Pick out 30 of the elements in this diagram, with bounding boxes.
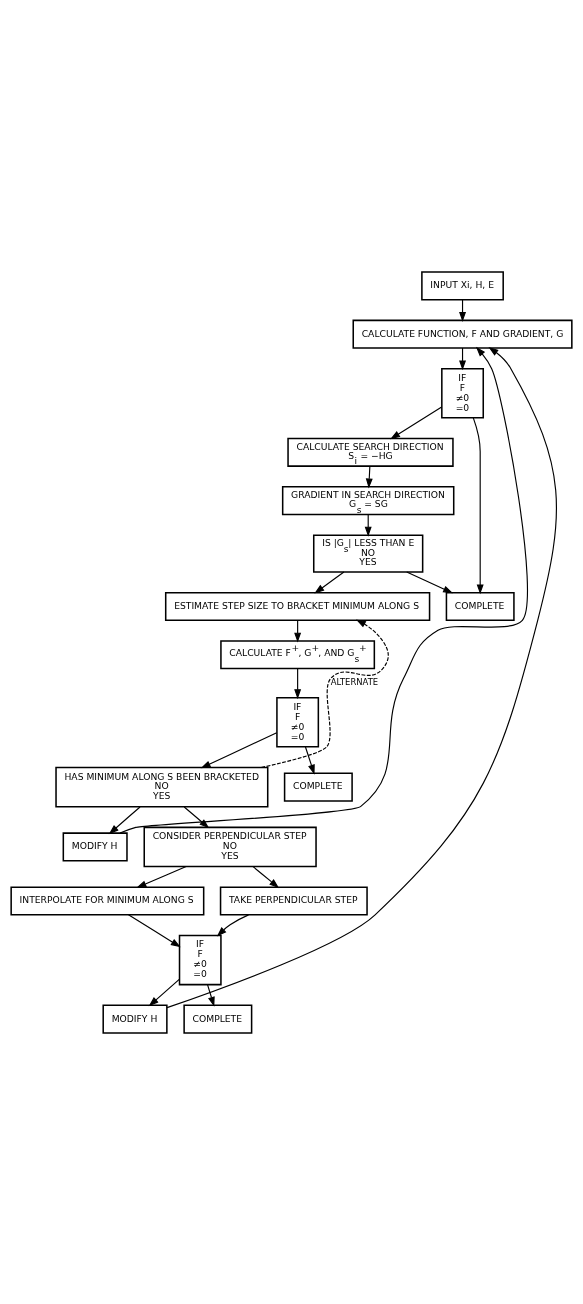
- node-box: IF F ≠0 =0: [441, 367, 484, 419]
- arrow: [148, 978, 180, 1006]
- edge-label: ALTERNATE: [330, 676, 379, 687]
- node-box: COMPLETE: [445, 591, 515, 621]
- node-box: MODIFY H: [62, 831, 128, 861]
- arrow: [304, 745, 315, 775]
- node-box: IF F ≠0 =0: [178, 934, 222, 985]
- node-box: INTERPOLATE FOR MINIMUM ALONG S: [10, 885, 205, 916]
- arrow: [472, 416, 484, 594]
- node-box: INPUT Xi, H, E: [421, 270, 504, 300]
- arrow: [406, 570, 454, 593]
- node-box: TAKE PERPENDICULAR STEP: [219, 885, 368, 916]
- arrow: [314, 570, 345, 594]
- arrow: [108, 805, 141, 834]
- arrow: [390, 406, 443, 439]
- arrow: [216, 913, 250, 937]
- node-box: ESTIMATE STEP SIZE TO BRACKET MINIMUM ALONG S: [164, 591, 431, 621]
- arrow: [294, 667, 302, 699]
- arrow: [252, 865, 280, 888]
- node-box: CONSIDER PERPENDICULAR STEP NO YES: [143, 826, 317, 867]
- arrow: [183, 805, 210, 828]
- node-box: HAS MINIMUM ALONG S BEEN BRACKETED NO YES: [55, 766, 269, 807]
- arrow: [127, 913, 181, 947]
- node-box: CALCULATE FUNCTION, F AND GRADIENT, G: [352, 319, 573, 349]
- arrow: [207, 983, 215, 1007]
- node-box: IF F ≠0 =0: [276, 696, 320, 748]
- node-box: COMPLETE: [283, 772, 353, 802]
- arrow: [200, 731, 278, 768]
- node-box: MODIFY H: [102, 1004, 168, 1034]
- node-box: COMPLETE: [183, 1004, 253, 1034]
